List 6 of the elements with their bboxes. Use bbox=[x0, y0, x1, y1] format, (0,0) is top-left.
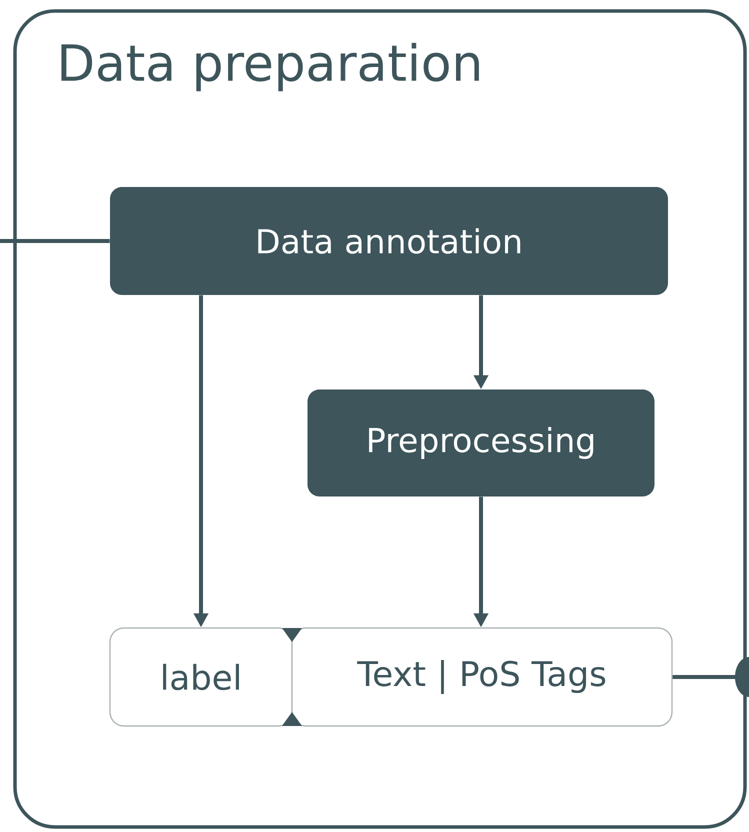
process-box: Data annotation bbox=[110, 187, 668, 295]
connector bbox=[672, 657, 749, 697]
field-box: Text | PoS Tags bbox=[291, 627, 673, 727]
connector bbox=[0, 239, 110, 243]
field-box: label bbox=[109, 627, 293, 727]
process-box: Preprocessing bbox=[308, 390, 654, 496]
